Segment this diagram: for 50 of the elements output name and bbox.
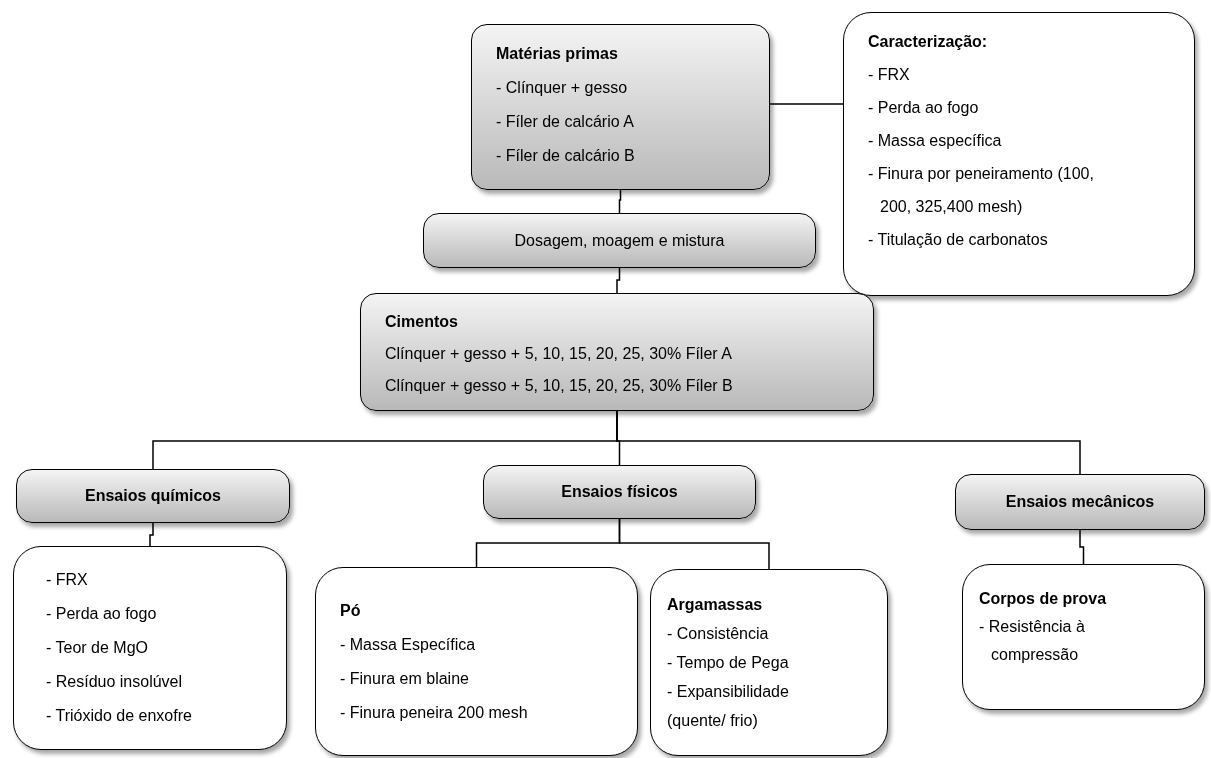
list-item: - Trióxido de enxofre <box>46 706 193 726</box>
list-item: - FRX <box>46 570 89 590</box>
connector-line <box>616 410 1081 475</box>
process-box <box>423 213 816 268</box>
list-item: - Expansibilidade (quente/ frio) <box>667 682 790 731</box>
list-item: - Tempo de Pega <box>667 653 790 673</box>
box-label: Dosagem, moagem e mistura <box>514 230 725 251</box>
box-heading: Pó <box>340 600 362 621</box>
list-box <box>962 564 1205 710</box>
box-text: Clínquer + gesso + 5, 10, 15, 20, 25, 30% Fíler A <box>385 344 733 364</box>
box-heading: Matérias primas <box>496 44 619 64</box>
list-item: - Massa específica <box>868 131 1003 151</box>
connector-line <box>1079 529 1085 565</box>
box-heading: Ensaios químicos <box>84 486 221 506</box>
process-box <box>471 24 770 190</box>
connector-line <box>769 103 844 105</box>
list-item: - Resíduo insolúvel <box>46 672 184 692</box>
list-item: - Perda ao fogo <box>46 604 158 624</box>
list-item: - Finura peneira 200 mesh <box>340 702 529 723</box>
box-text: Clínquer + gesso + 5, 10, 15, 20, 25, 30% Fíler B <box>385 376 734 396</box>
box-heading: Cimentos <box>385 312 459 332</box>
box-heading: Ensaios físicos <box>561 482 678 502</box>
process-box <box>955 474 1205 530</box>
process-box <box>16 469 290 523</box>
list-item: - Consistência <box>667 624 770 644</box>
connector-line <box>149 522 154 547</box>
list-box <box>843 12 1195 296</box>
list-item: - Perda ao fogo <box>868 98 980 118</box>
process-box <box>360 293 874 411</box>
list-item: - Clínquer + gesso <box>496 78 629 98</box>
box-heading: Corpos de prova <box>979 589 1108 609</box>
list-item: - Fíler de calcário B <box>496 146 636 166</box>
process-box <box>483 465 756 519</box>
list-item: - Finura em blaine <box>340 668 470 689</box>
box-heading: Argamassas <box>667 595 764 615</box>
list-item: - Finura por peneiramento (100, 200, 325,400 mesh) <box>868 164 1095 217</box>
list-box <box>13 546 287 750</box>
list-item: - Fíler de calcário A <box>496 112 635 132</box>
list-item: - Titulação de carbonatos <box>868 230 1049 250</box>
list-box <box>650 569 888 756</box>
list-item: - Resistência à compressão <box>979 617 1086 665</box>
list-item: - Massa Específica <box>340 634 477 655</box>
connector-line <box>618 518 770 570</box>
box-heading: Caracterização: <box>868 32 989 52</box>
list-item: - FRX <box>868 65 911 85</box>
connector-line <box>616 267 621 294</box>
connector-line <box>618 189 622 214</box>
box-heading: Ensaios mecânicos <box>1005 492 1155 512</box>
list-box <box>315 567 638 756</box>
list-item: - Teor de MgO <box>46 638 149 658</box>
